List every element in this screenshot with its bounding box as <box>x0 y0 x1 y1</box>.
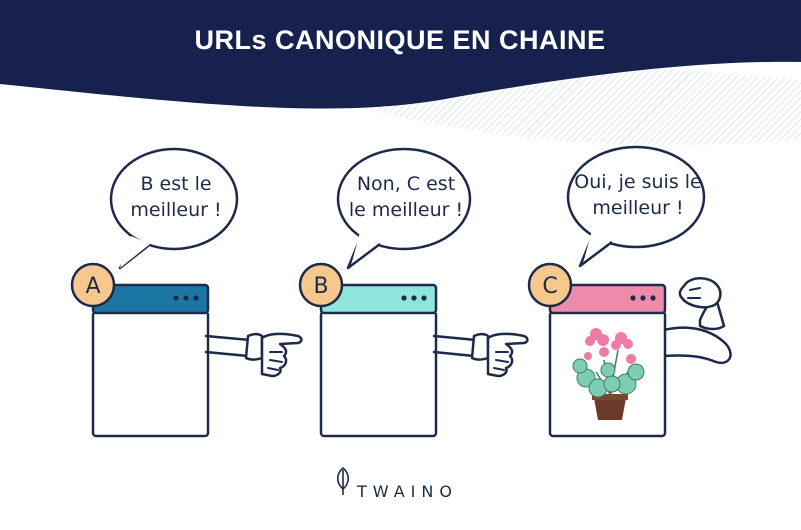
browser-window-b <box>319 283 438 438</box>
window-dots-icon <box>173 295 199 301</box>
brand-logo: TWAINO <box>336 466 458 501</box>
bubble-c-line-1: Oui, je suis le <box>574 171 702 193</box>
brand-name: TWAINO <box>356 482 458 501</box>
letter-badge-a: A <box>70 262 116 308</box>
pointing-hand-icon <box>204 332 303 378</box>
window-dots-icon <box>401 295 427 301</box>
flower-pot-icon <box>572 328 645 420</box>
bubble-c-line-2: meilleur ! <box>592 197 683 219</box>
letter-badge-b: B <box>298 262 344 308</box>
badge-letter-c: C <box>542 274 557 299</box>
window-dots-icon <box>630 295 656 301</box>
title-banner <box>0 0 801 109</box>
badge-letter-b: B <box>313 274 328 299</box>
bubble-a-line-1: B est le <box>140 173 211 195</box>
speech-bubble-b: Non, C est le meilleur ! <box>336 147 472 270</box>
bubble-b-line-1: Non, C est <box>357 173 455 195</box>
speech-bubble-c: Oui, je suis le meilleur ! <box>566 145 706 268</box>
badge-letter-a: A <box>85 274 100 299</box>
page-b: Non, C est le meilleur ! B <box>298 147 529 438</box>
page-a: B est le meilleur ! A <box>70 147 303 438</box>
bubble-b-line-2: le meilleur ! <box>349 199 463 221</box>
flexing-arm-icon <box>662 277 732 365</box>
page-c: Oui, je suis le meilleur ! <box>527 145 732 438</box>
letter-badge-c: C <box>527 262 573 308</box>
speech-bubble-a: B est le meilleur ! <box>109 147 239 270</box>
browser-window-c <box>548 283 667 438</box>
pointing-hand-icon <box>432 332 529 378</box>
browser-window-a <box>91 283 210 438</box>
page-title: URLs CANONIQUE EN CHAINE <box>194 25 605 55</box>
leaf-icon <box>336 466 350 495</box>
bubble-a-line-2: meilleur ! <box>130 199 221 221</box>
